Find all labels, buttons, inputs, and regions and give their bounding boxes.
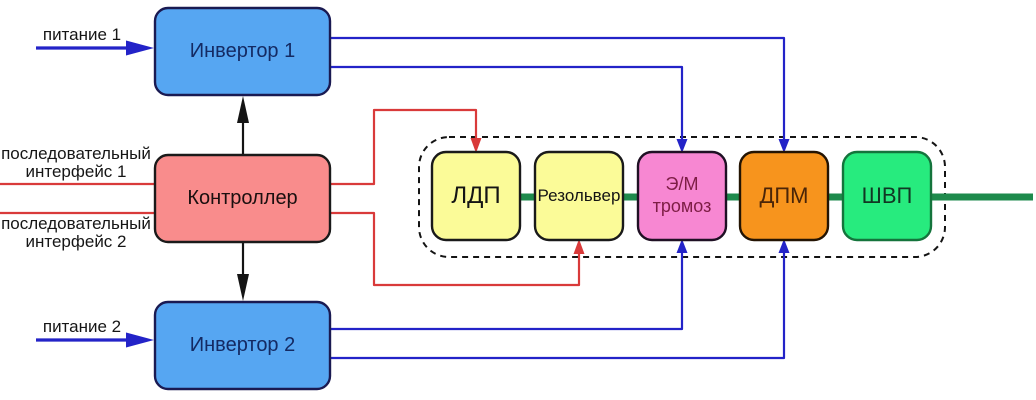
wire-inverter1-embrake: [330, 65, 684, 140]
shvp-box: [841, 150, 933, 242]
ldp-box: [430, 150, 522, 242]
wire-inverter1-dpm: [330, 36, 786, 140]
wire-inverter2-embrake: [330, 252, 684, 331]
wire-controller-resolver: [330, 211, 581, 287]
em-brake-box: [636, 150, 728, 242]
arrowhead-embrake-bottom: [676, 239, 688, 253]
wire-inverter2-dpm: [330, 252, 786, 360]
power2-arrowhead: [126, 332, 154, 348]
arrowhead-inverter2-top: [237, 274, 249, 301]
power1-arrowhead: [126, 40, 154, 56]
arrowhead-dpm-bottom: [778, 239, 790, 253]
arrowhead-inverter1-bottom: [237, 96, 249, 123]
arrowhead-resolver-bottom: [573, 239, 585, 254]
inverter2-box: [153, 300, 332, 391]
wire-controller-ldp: [330, 108, 478, 186]
arrowhead-embrake-top: [676, 139, 688, 153]
inverter1-box: [153, 6, 332, 97]
resolver-box: [533, 150, 625, 242]
arrowhead-dpm-top: [778, 139, 790, 153]
dpm-box: [738, 150, 830, 242]
arrowhead-ldp-top: [470, 138, 482, 153]
controller-box: [153, 153, 332, 244]
